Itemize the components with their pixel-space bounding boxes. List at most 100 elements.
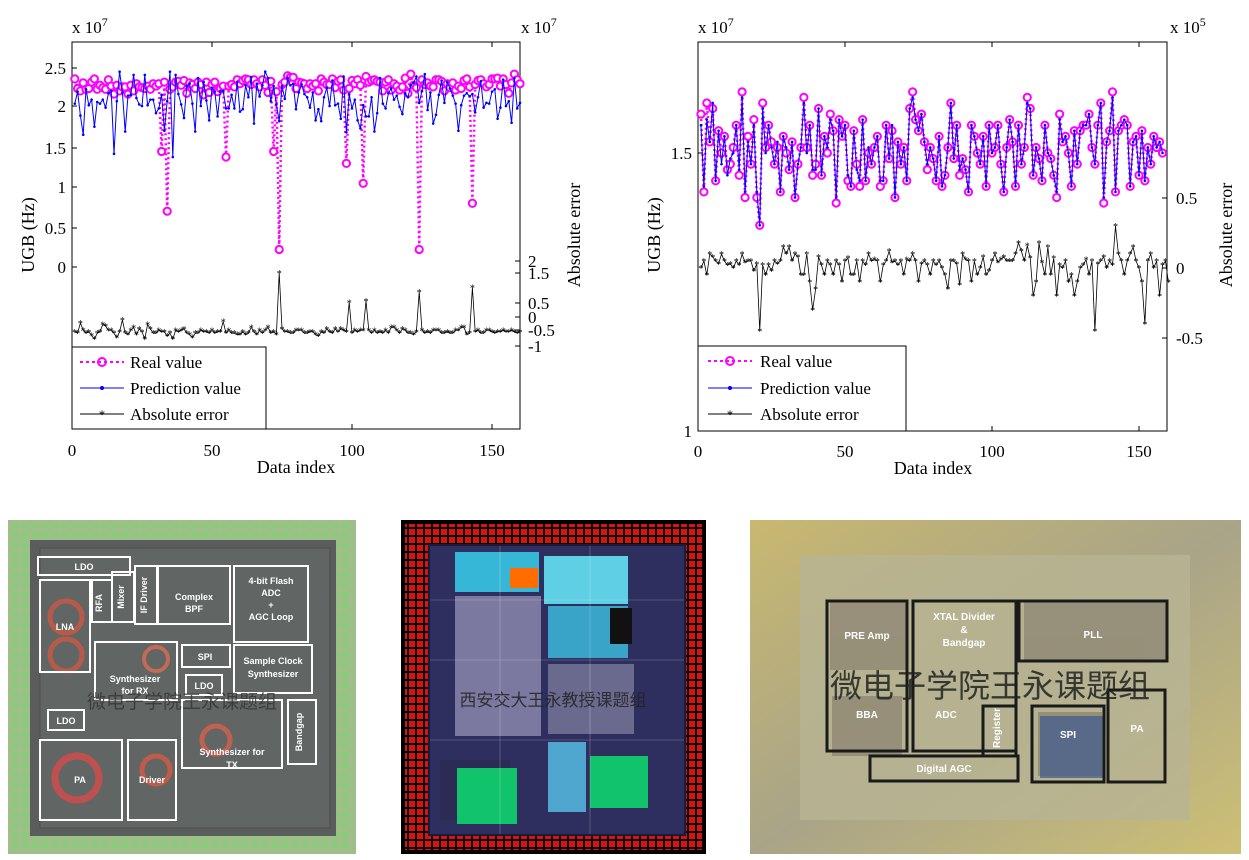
prediction-point: [157, 107, 161, 110]
prediction-point: [1067, 151, 1070, 155]
prediction-point: [878, 179, 882, 183]
prediction-point: [1123, 118, 1126, 121]
prediction-point: [1078, 129, 1082, 133]
prediction-point: [987, 123, 991, 127]
absolute-error-point: *: [1101, 253, 1106, 264]
real-value-point: [1055, 109, 1065, 119]
absolute-error-point: *: [854, 257, 859, 268]
real-value-point: [378, 86, 388, 96]
absolute-error-point: *: [813, 285, 818, 296]
absolute-error-point: *: [128, 326, 133, 337]
prediction-point: [331, 79, 334, 82]
absolute-error-point: *: [509, 326, 514, 337]
prediction-point: [1131, 140, 1135, 144]
prediction-point: [182, 116, 186, 120]
prediction-point: [107, 91, 110, 95]
absolute-error-point: *: [948, 257, 953, 268]
absolute-error-point: *: [1045, 243, 1050, 254]
prediction-point: [1099, 101, 1103, 105]
absolute-error-point: *: [327, 328, 332, 339]
absolute-error-point: *: [453, 326, 458, 337]
absolute-error-point: *: [506, 328, 511, 339]
chip3-block-pre-amp: PRE Amp: [844, 631, 889, 642]
absolute-error-point: *: [417, 288, 422, 299]
absolute-error-point: *: [224, 329, 229, 340]
absolute-error-point: *: [492, 329, 497, 340]
prediction-point: [129, 93, 133, 97]
prediction-point: [1093, 162, 1097, 166]
chip1-block-spi: SPI: [198, 652, 213, 662]
y2-tick-label: 0.5: [1176, 189, 1197, 208]
absolute-error-point: *: [196, 329, 201, 340]
absolute-error-point: *: [310, 328, 315, 339]
absolute-error-point: *: [869, 257, 874, 268]
prediction-point: [196, 76, 200, 80]
absolute-error-point: *: [881, 261, 886, 272]
prediction-point: [817, 107, 820, 110]
absolute-error-point: *: [277, 269, 282, 280]
prediction-point: [717, 129, 720, 133]
absolute-error-point: *: [934, 261, 939, 272]
prediction-point: [1090, 146, 1094, 149]
absolute-error-point: *: [464, 331, 469, 342]
absolute-error-point: *: [81, 326, 86, 337]
prediction-point: [367, 115, 371, 118]
prediction-point: [949, 101, 953, 105]
absolute-error-point: *: [501, 326, 506, 337]
y2-tick-label: -0.5: [1176, 329, 1203, 348]
real-value-point: [344, 83, 354, 94]
prediction-point: [202, 80, 205, 84]
prediction-point: [1120, 123, 1123, 127]
absolute-error-point: *: [787, 243, 792, 254]
prediction-point: [353, 98, 357, 101]
absolute-error-point: *: [987, 267, 992, 278]
absolute-error-point: *: [857, 278, 862, 289]
prediction-point: [1134, 135, 1138, 138]
prediction-point: [143, 73, 147, 77]
prediction-point: [487, 102, 491, 105]
absolute-error-point: *: [919, 260, 924, 271]
prediction-point: [510, 121, 513, 125]
absolute-error-point: *: [114, 334, 119, 345]
prediction-point: [743, 190, 747, 194]
absolute-error-point: *: [781, 243, 786, 254]
absolute-error-point: *: [1001, 253, 1006, 264]
prediction-point: [219, 89, 222, 93]
real-value-point: [696, 109, 706, 119]
absolute-error-point: *: [1089, 257, 1094, 268]
absolute-error-point: *: [243, 331, 248, 342]
prediction-point: [462, 94, 466, 97]
legend-err-marker: *: [99, 407, 106, 422]
absolute-error-point: *: [743, 258, 748, 269]
absolute-error-point: *: [719, 250, 724, 261]
absolute-error-point: *: [884, 257, 889, 268]
prediction-point: [115, 99, 119, 103]
absolute-error-point: *: [1125, 257, 1130, 268]
absolute-error-point: *: [990, 257, 995, 268]
prediction-point: [342, 75, 345, 78]
absolute-error-point: *: [1031, 292, 1036, 303]
prediction-point: [1064, 135, 1067, 138]
absolute-error-point: *: [940, 264, 945, 275]
chip1-block-synth-tx: Synthesizer for: [199, 747, 265, 757]
absolute-error-point: *: [212, 329, 217, 340]
y-tick-label: 1: [684, 422, 693, 441]
absolute-error-point: *: [745, 257, 750, 268]
real-value-point: [699, 187, 709, 197]
prediction-point: [1011, 140, 1014, 144]
prediction-point: [802, 101, 806, 105]
prediction-point: [445, 80, 449, 84]
absolute-error-point: *: [731, 264, 736, 275]
absolute-error-point: *: [481, 329, 486, 340]
absolute-error-point: *: [89, 331, 94, 342]
absolute-error-point: *: [1092, 327, 1097, 338]
prediction-point: [996, 123, 1000, 127]
prediction-point: [831, 129, 835, 133]
prediction-point: [761, 107, 764, 110]
prediction-point: [79, 114, 82, 117]
x-tick-label: 50: [204, 441, 221, 460]
real-value-point: [908, 87, 918, 97]
x-tick-label: 0: [68, 441, 77, 460]
chart-1-plot-frame: [71, 41, 521, 430]
